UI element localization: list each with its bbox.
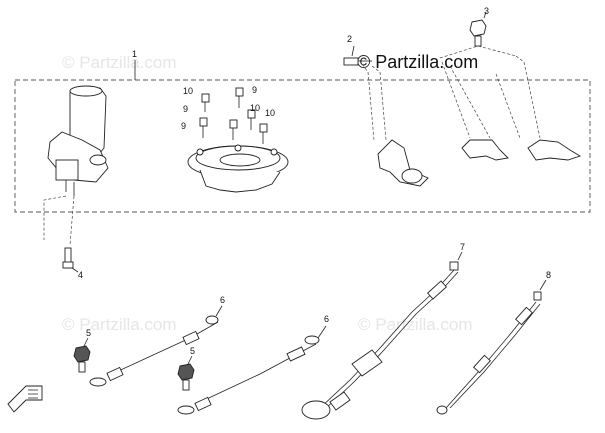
callout-5-b: 5	[190, 346, 195, 356]
cable-6-middle	[177, 325, 327, 415]
callout-6-left: 6	[220, 295, 225, 305]
fuel-cap-assembly	[187, 144, 289, 193]
callout-2: 2	[347, 34, 352, 44]
front-direction-arrow-icon	[7, 385, 43, 413]
callout-10-right: 10	[250, 103, 260, 113]
callout-10-right-b: 10	[265, 108, 275, 118]
bolt-3	[469, 11, 487, 47]
bolt-5-b	[177, 355, 195, 391]
callout-7: 7	[460, 242, 465, 252]
bolt-5-a	[73, 337, 91, 373]
cable-6-left	[89, 305, 223, 387]
screw-group	[199, 87, 268, 144]
cable-bracket-right-b	[495, 55, 582, 161]
cable-8	[436, 279, 547, 415]
callout-5-a: 5	[86, 328, 91, 338]
callout-9-left: 9	[183, 104, 188, 114]
bolt-2	[343, 45, 372, 66]
callout-3: 3	[484, 6, 489, 16]
cable-bracket-left	[361, 63, 429, 187]
callout-9-left-b: 9	[181, 121, 186, 131]
bolt-4	[62, 247, 79, 273]
cable-bracket-right-a	[439, 45, 517, 161]
watermark-main: © Partzilla.com	[357, 52, 478, 72]
watermark-bottom-right: © Partzilla.com	[358, 315, 473, 334]
callout-10-left: 10	[183, 86, 193, 96]
ignition-assembly-boundary	[14, 79, 591, 213]
callout-1: 1	[132, 49, 137, 59]
callout-9-right: 9	[252, 85, 257, 95]
ignition-lock-cylinder	[43, 85, 109, 246]
callout-4: 4	[78, 270, 83, 280]
callout-6-middle: 6	[324, 314, 329, 324]
watermark-bottom-left: © Partzilla.com	[62, 315, 177, 334]
throttle-cable-7	[301, 251, 463, 420]
callout-8: 8	[546, 270, 551, 280]
watermark-top-left: © Partzilla.com	[62, 53, 177, 72]
